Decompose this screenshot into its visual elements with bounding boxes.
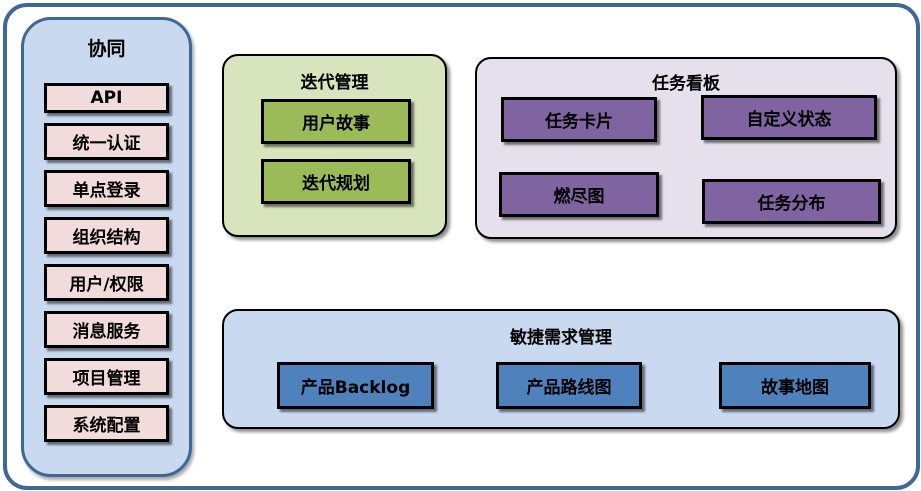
task-kanban-group: 任务看板 任务卡片 自定义状态 燃尽图 任务分布	[475, 57, 897, 239]
collaboration-title: 协同	[87, 38, 126, 60]
node-user-story: 用户故事	[261, 99, 411, 144]
collaboration-items: API 统一认证 单点登录 组织结构 用户/权限 消息服务 项目管理 系统配置	[44, 83, 169, 442]
node-system-config: 系统配置	[44, 405, 169, 442]
diagram-frame: 协同 API 统一认证 单点登录 组织结构 用户/权限 消息服务 项目管理 系统…	[3, 3, 920, 490]
node-product-backlog: 产品Backlog	[277, 362, 434, 409]
node-iteration-planning: 迭代规划	[261, 159, 411, 204]
node-product-roadmap: 产品路线图	[496, 362, 642, 409]
node-api: API	[44, 83, 169, 113]
node-user-permission: 用户/权限	[44, 264, 169, 301]
node-project-management: 项目管理	[44, 358, 169, 395]
collaboration-sidebar: 协同 API 统一认证 单点登录 组织结构 用户/权限 消息服务 项目管理 系统…	[21, 17, 192, 477]
node-burndown-chart: 燃尽图	[499, 172, 659, 217]
agile-requirement-title: 敏捷需求管理	[510, 328, 612, 348]
node-custom-status: 自定义状态	[701, 95, 877, 140]
node-single-sign-on: 单点登录	[44, 170, 169, 207]
task-kanban-title: 任务看板	[652, 74, 720, 94]
node-org-structure: 组织结构	[44, 217, 169, 254]
iteration-management-title: 迭代管理	[300, 73, 369, 93]
node-message-service: 消息服务	[44, 311, 169, 348]
node-story-map: 故事地图	[719, 362, 871, 409]
iteration-management-group: 迭代管理 用户故事 迭代规划	[222, 54, 447, 237]
node-task-distribution: 任务分布	[702, 179, 881, 224]
agile-requirement-group: 敏捷需求管理 产品Backlog 产品路线图 故事地图	[222, 309, 900, 429]
node-task-card: 任务卡片	[501, 97, 657, 142]
node-unified-auth: 统一认证	[44, 123, 169, 160]
